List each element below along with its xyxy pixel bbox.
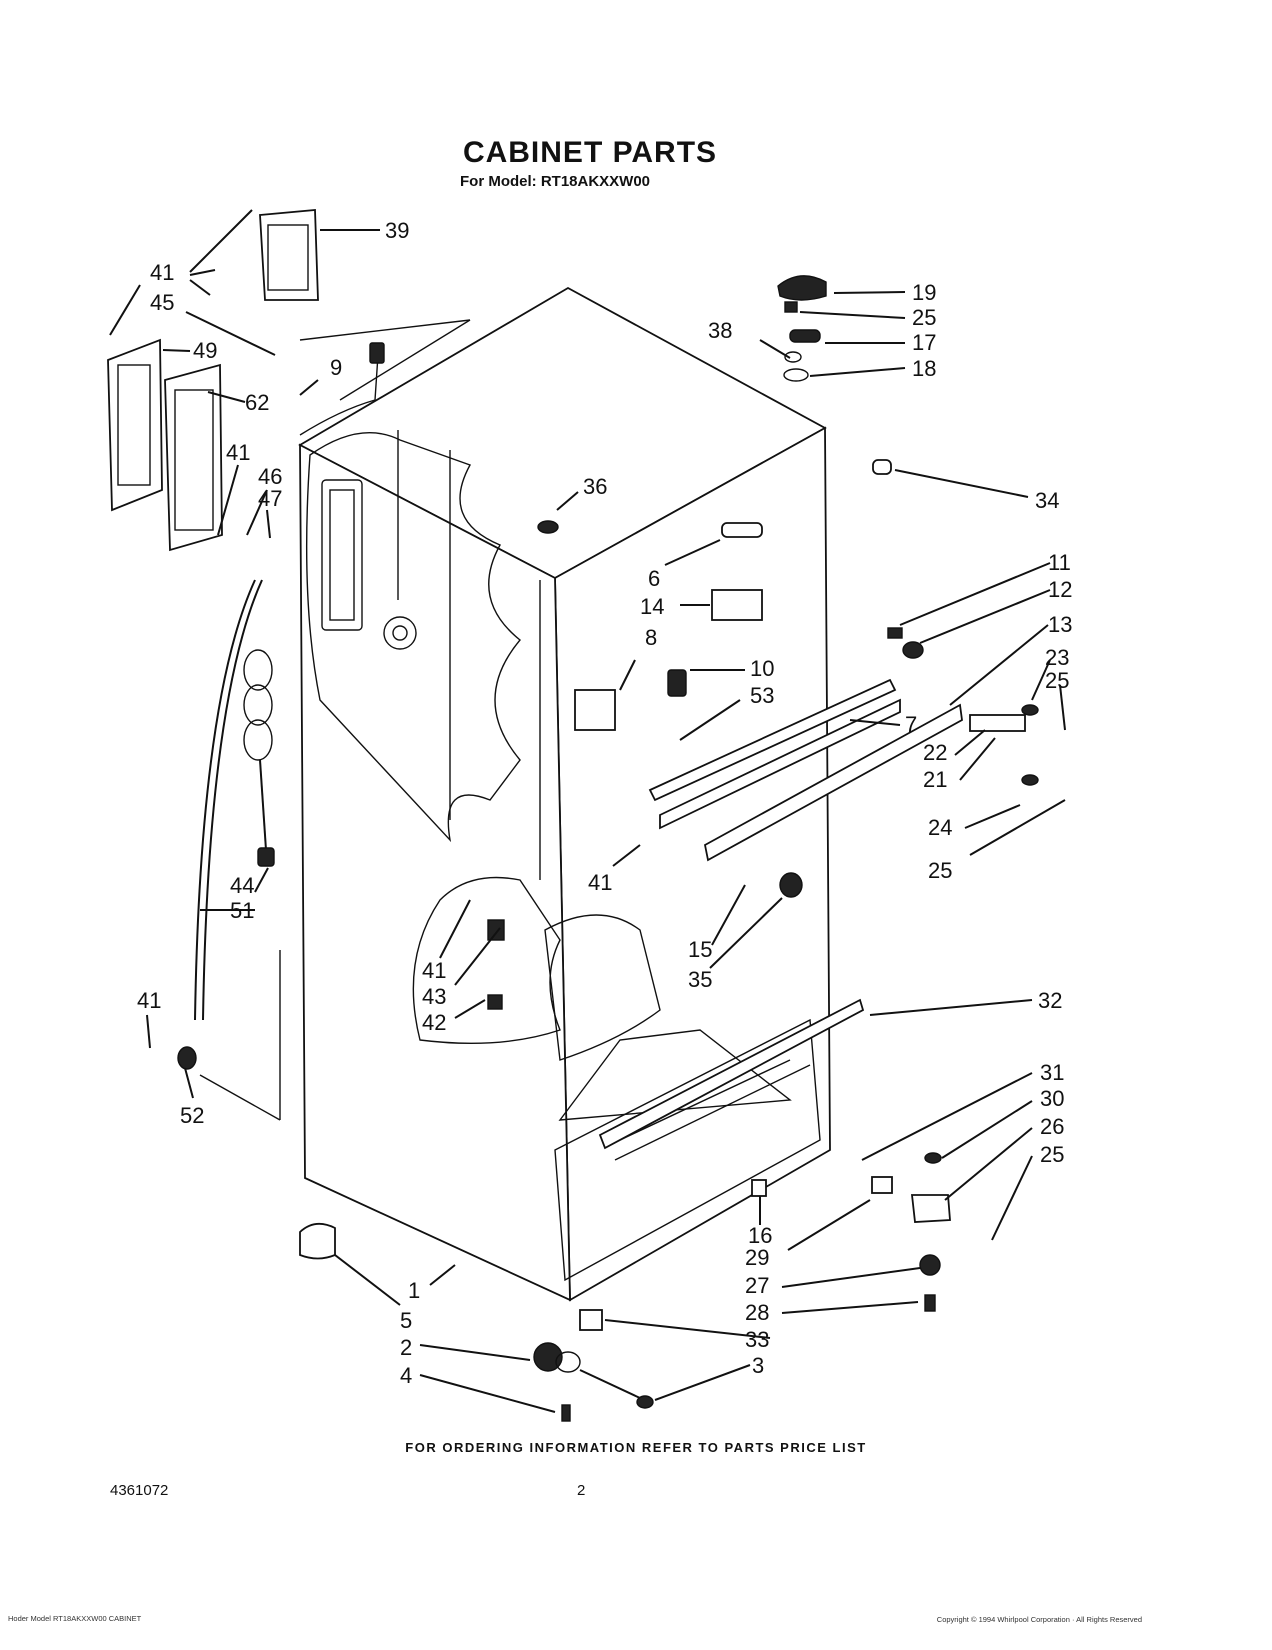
shelf-rails <box>598 678 963 1150</box>
callout-7: 7 <box>905 712 917 737</box>
callout-26: 26 <box>1040 1114 1064 1139</box>
callout-28: 28 <box>745 1300 769 1325</box>
callout-22: 22 <box>923 740 947 765</box>
callout-17: 17 <box>912 330 936 355</box>
callout-4: 4 <box>400 1363 412 1388</box>
callout-3: 3 <box>752 1353 764 1378</box>
callout-27: 27 <box>745 1273 769 1298</box>
callout-5: 5 <box>400 1308 412 1333</box>
callout-41: 41 <box>422 958 446 983</box>
page-number: 2 <box>577 1482 586 1499</box>
callout-39: 39 <box>385 218 409 243</box>
callout-41: 41 <box>137 988 161 1013</box>
callout-44: 44 <box>230 873 254 898</box>
callout-8: 8 <box>645 625 657 650</box>
callout-25: 25 <box>912 305 936 330</box>
callout-41: 41 <box>226 440 250 465</box>
cabinet-body <box>298 286 831 1302</box>
leader-lines <box>109 209 1066 1413</box>
callout-16: 16 <box>748 1223 772 1248</box>
model-fine-print: Hoder Model RT18AKXXW00 CABINET <box>8 1614 142 1623</box>
callout-30: 30 <box>1040 1086 1064 1111</box>
callout-43: 43 <box>422 984 446 1009</box>
callout-18: 18 <box>912 356 936 381</box>
callout-51: 51 <box>230 898 254 923</box>
callout-35: 35 <box>688 967 712 992</box>
callout-31: 31 <box>1040 1060 1064 1085</box>
callout-11: 11 <box>1048 550 1071 575</box>
callout-38: 38 <box>708 318 732 343</box>
side-assemblies <box>107 209 471 1070</box>
callout-47: 47 <box>258 486 282 511</box>
callout-62: 62 <box>245 390 269 415</box>
callout-14: 14 <box>640 594 664 619</box>
model-subtitle: For Model: RT18AKXXW00 <box>460 173 651 190</box>
callout-9: 9 <box>330 355 342 380</box>
copyright-fine-print: Copyright © 1994 Whirlpool Corporation ·… <box>936 1615 1142 1624</box>
callout-49: 49 <box>193 338 217 363</box>
callout-36: 36 <box>583 474 607 499</box>
callout-33: 33 <box>745 1327 769 1352</box>
callout-12: 12 <box>1048 577 1072 602</box>
callout-45: 45 <box>150 290 174 315</box>
callout-41: 41 <box>150 260 174 285</box>
callout-32: 32 <box>1038 988 1062 1013</box>
callout-46: 46 <box>258 464 282 489</box>
callout-19: 19 <box>912 280 936 305</box>
callout-23: 23 <box>1045 645 1069 670</box>
callout-21: 21 <box>923 767 947 792</box>
callout-53: 53 <box>750 683 774 708</box>
callout-labels: 39 41 45 49 9 62 41 46 47 19 25 38 17 18… <box>137 218 1072 1388</box>
callout-41: 41 <box>588 870 612 895</box>
callout-25: 25 <box>1045 668 1069 693</box>
callout-15: 15 <box>688 937 712 962</box>
page-title: CABINET PARTS <box>462 136 718 169</box>
document-number: 4361072 <box>110 1482 169 1499</box>
callout-25: 25 <box>1040 1142 1064 1167</box>
callout-6: 6 <box>648 566 660 591</box>
hardware <box>299 275 1039 1422</box>
callout-34: 34 <box>1035 488 1059 513</box>
callout-1: 1 <box>408 1278 420 1303</box>
callout-52: 52 <box>180 1103 204 1128</box>
callout-42: 42 <box>422 1010 446 1035</box>
callout-13: 13 <box>1048 612 1072 637</box>
callout-24: 24 <box>928 815 952 840</box>
ordering-note: FOR ORDERING INFORMATION REFER TO PARTS … <box>405 1440 867 1455</box>
callout-25: 25 <box>928 858 952 883</box>
callout-10: 10 <box>750 656 774 681</box>
callout-29: 29 <box>745 1245 769 1270</box>
callout-2: 2 <box>400 1335 412 1360</box>
